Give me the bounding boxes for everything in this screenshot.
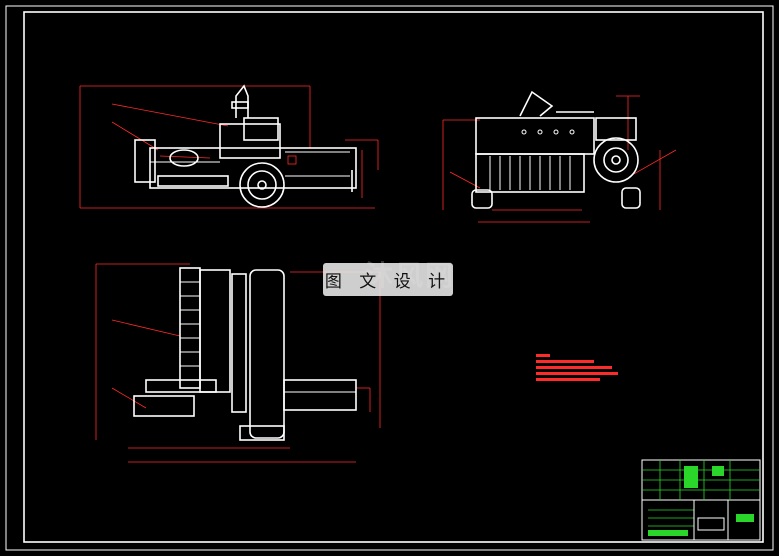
- watermark-banner: 图 文 设 计: [323, 263, 453, 296]
- outer-border: [5, 5, 774, 551]
- rear-view: [442, 90, 677, 223]
- inner-border: [23, 11, 764, 543]
- side-view: [79, 84, 379, 209]
- top-view: [95, 263, 381, 463]
- watermark-text: 图 文 设 计: [324, 272, 452, 292]
- title-block: [641, 459, 761, 541]
- technical-notes-block: [536, 354, 618, 381]
